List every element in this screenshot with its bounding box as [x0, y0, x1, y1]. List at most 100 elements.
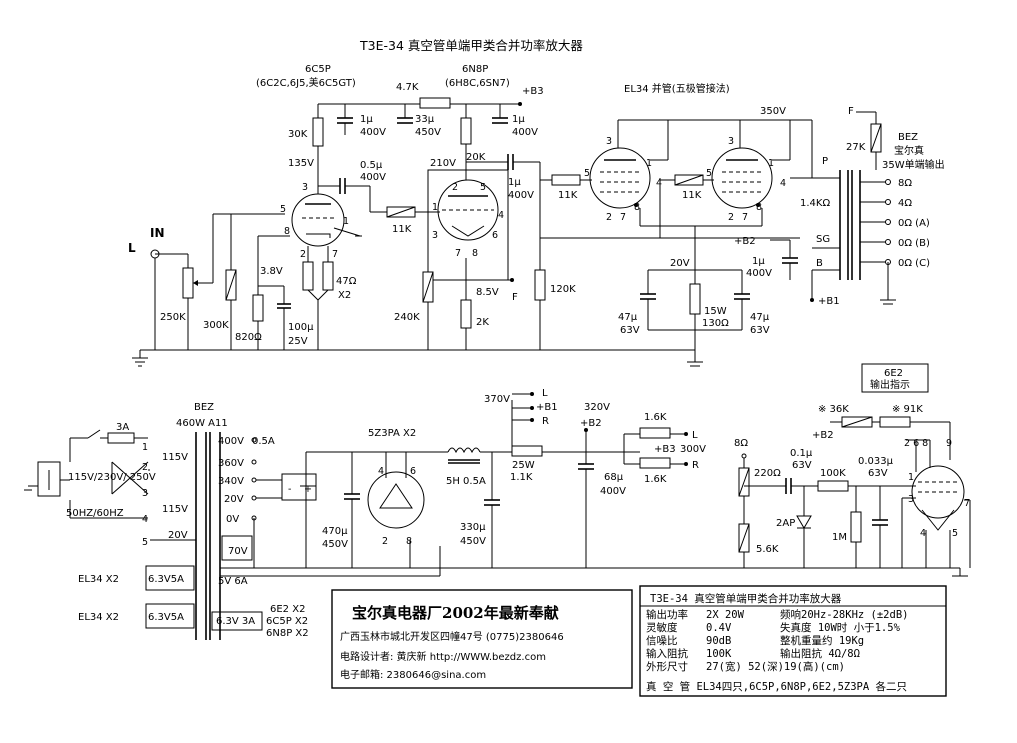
- tap-0a: 0Ω (A): [898, 218, 930, 229]
- svg-text:2: 2: [300, 249, 306, 260]
- diode-2ap: [796, 515, 812, 529]
- v2-equiv: (6H8C,6SN7): [445, 78, 510, 89]
- label-l-b3: L: [692, 430, 698, 441]
- stamp-designer: 电路设计者: 黄庆新 http://WWW.bezdz.com: [340, 650, 546, 663]
- label-400v-c: 400V: [360, 172, 386, 183]
- label-36k: ※ 36K: [818, 404, 849, 415]
- v2-name: 6N8P: [462, 64, 488, 75]
- svg-text:+: +: [304, 484, 312, 495]
- tube-6c5p: [291, 193, 345, 247]
- spec-cell-2-0: 信噪比: [646, 634, 678, 647]
- label-b2: +B2: [734, 236, 756, 247]
- label-r-b3: R: [692, 460, 699, 471]
- label-350v: 350V: [760, 106, 786, 117]
- label-8-5v: 8.5V: [476, 287, 499, 298]
- tube-6e2: [911, 465, 965, 519]
- svg-text:5: 5: [142, 537, 148, 548]
- indicator-label: 输出指示: [870, 378, 910, 391]
- power-switch: [87, 429, 101, 439]
- svg-text:5: 5: [706, 168, 712, 179]
- svg-text:1: 1: [432, 202, 438, 213]
- spec-cell-4-1: 27(宽) 52(深)19(高)(cm): [706, 660, 845, 673]
- svg-text:1: 1: [142, 442, 148, 453]
- label-0-1u: 0.1μ: [790, 448, 813, 459]
- label-91k: ※ 91K: [892, 404, 923, 415]
- spec-title: T3E-34 真空管单端甲类合并功率放大器: [650, 592, 842, 605]
- svg-text:1: 1: [768, 158, 774, 169]
- label-0-1u-v: 63V: [792, 460, 812, 471]
- svg-text:3: 3: [606, 136, 612, 147]
- tube-el34-1: [589, 147, 651, 209]
- label-240k: 240K: [394, 312, 420, 323]
- label-b1-bot: +B1: [536, 402, 558, 413]
- label-820: 820Ω: [235, 332, 262, 343]
- svg-text:4: 4: [142, 514, 148, 525]
- sec-340v: 340V: [218, 476, 244, 487]
- svg-text:6: 6: [492, 230, 498, 241]
- sec-70v: 70V: [228, 546, 248, 557]
- tube-6n8p-frame: [427, 169, 509, 281]
- label-320v: 320V: [584, 402, 610, 413]
- svg-text:7: 7: [742, 212, 748, 223]
- spec-tubes: 真 空 管 EL34四只,6C5P,6N8P,6E2,5Z3PA 各二只: [646, 680, 907, 693]
- svg-text:7: 7: [455, 248, 461, 259]
- label-2ap: 2AP: [776, 518, 795, 529]
- label-1u-a: 1μ: [360, 114, 373, 125]
- resistor-130: [689, 283, 701, 315]
- label-0-5u: 0.5μ: [360, 160, 383, 171]
- label-220ohm: 220Ω: [754, 468, 781, 479]
- svg-text:-: -: [288, 484, 291, 495]
- svg-text:1: 1: [646, 158, 652, 169]
- label-100k: 100K: [820, 468, 846, 479]
- label-68u: 68μ: [604, 472, 624, 483]
- v1-equiv: (6C2C,6J5,美6C5GT): [256, 76, 356, 89]
- label-27k: 27K: [846, 142, 866, 153]
- svg-text:5: 5: [480, 182, 486, 193]
- svg-text:2: 2: [606, 212, 612, 223]
- svg-text:7: 7: [964, 498, 970, 509]
- resistor-4-7k: [419, 97, 451, 109]
- label-11k-c: 11K: [682, 190, 702, 201]
- label-p: P: [822, 156, 828, 167]
- label-470u-v: 450V: [322, 539, 348, 550]
- sec-6-3b: 6.3V5A: [148, 612, 184, 623]
- label-33u: 33μ: [415, 114, 435, 125]
- spec-cell-0-1: 2X 20W: [706, 609, 745, 621]
- label-11k-b: 11K: [558, 190, 578, 201]
- resistor-30k: [312, 117, 324, 147]
- pt-bez: BEZ: [194, 402, 214, 413]
- svg-text:4: 4: [378, 466, 384, 477]
- label-450v: 450V: [415, 127, 441, 138]
- fuse-label: 3A: [116, 422, 129, 433]
- resistor-1-1k: [511, 445, 543, 457]
- label-47u-b: 47μ: [750, 312, 770, 323]
- label-1m: 1M: [832, 532, 847, 543]
- svg-text:8: 8: [406, 536, 412, 547]
- svg-text:2: 2: [142, 462, 148, 473]
- tap-0c: 0Ω (C): [898, 258, 930, 269]
- resistor-1-6k-b: [639, 457, 671, 469]
- label-1u-d: 1μ: [752, 256, 765, 267]
- svg-text:8: 8: [756, 202, 762, 213]
- label-25v: 25V: [288, 336, 308, 347]
- sec-400v: 400V: [218, 436, 244, 447]
- ot-desc: 35W单端输出: [882, 158, 945, 171]
- label-1-4k: 1.4KΩ: [800, 198, 830, 209]
- stamp-address: 广西玉林市城北开发区四幢47号 (0775)2380646: [340, 630, 564, 643]
- resistor-2k: [460, 299, 472, 329]
- svg-text:3: 3: [908, 494, 914, 505]
- label-f: F: [512, 292, 518, 303]
- label-25w: 25W: [512, 460, 535, 471]
- resistor-120k: [534, 269, 546, 301]
- sec-360v: 360V: [218, 458, 244, 469]
- volume-pot: [182, 267, 194, 299]
- label-r-top: R: [542, 416, 549, 427]
- primary-115b: 115V: [162, 504, 188, 515]
- mains-hz: 50HZ/60HZ: [66, 508, 124, 519]
- svg-text:1: 1: [908, 472, 914, 483]
- sec-0v: 0V: [226, 514, 239, 525]
- sec-6-3a: 6.3V5A: [148, 574, 184, 585]
- label-47u-a: 47μ: [618, 312, 638, 323]
- stamp-company: 宝尔真电器厂2002年最新奉献: [352, 604, 559, 622]
